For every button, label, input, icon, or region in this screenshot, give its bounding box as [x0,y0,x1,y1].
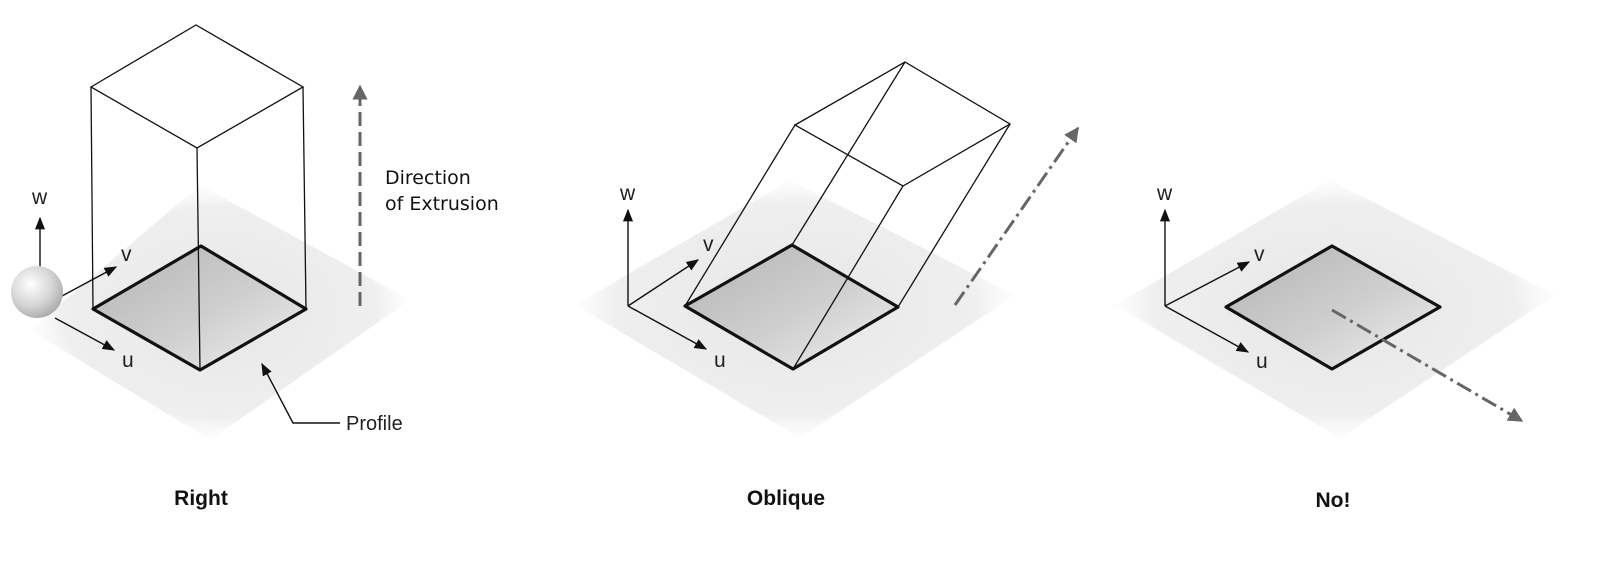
u-axis [627,305,708,350]
caption-right: Right [174,487,228,510]
caption-no: No! [1316,489,1351,512]
uvw-axes: w v u [619,182,726,372]
direction-of-extrusion-label-line1: Direction [385,167,471,189]
v-axis [61,266,118,297]
extruded-box [89,24,308,372]
edge [792,185,904,370]
extruded-box [683,61,1012,371]
v-axis-label: v [121,243,132,266]
panel-oblique: w v u Oblique [575,61,1080,510]
panel-no: w v u No! [1115,180,1555,512]
edge [90,86,94,310]
profile-shape [1224,244,1442,371]
extrusion-direction-arrow [1331,308,1524,423]
edge [302,86,307,310]
uvw-axes: w v u [1156,182,1268,373]
w-axis-label: w [31,186,48,209]
u-axis-label: u [1256,350,1268,373]
top-face [793,61,1012,187]
direction-of-extrusion-label-line2: of Extrusion [385,193,499,215]
v-axis [1164,261,1251,307]
viewer-sphere [11,266,63,318]
edge [897,123,1011,308]
u-axis-label: u [122,349,134,372]
u-axis-label: u [714,349,726,372]
profile-label: Profile [346,413,403,435]
top-face [89,24,305,149]
u-axis [1164,305,1250,353]
v-axis [627,259,700,307]
panel-right: w v u Direction of Extrusion Profile Rig… [11,24,499,510]
edge [791,61,906,246]
u-axis [54,317,116,351]
extrusion-direction-arrow [953,126,1080,306]
profile-callout-leader [261,362,340,424]
edge [684,124,796,307]
w-axis-label: w [1156,182,1173,205]
caption-oblique: Oblique [747,487,825,510]
v-axis-label: v [703,233,714,256]
edge [196,147,201,371]
v-axis-label: v [1254,243,1265,266]
w-axis-label: w [619,182,636,205]
